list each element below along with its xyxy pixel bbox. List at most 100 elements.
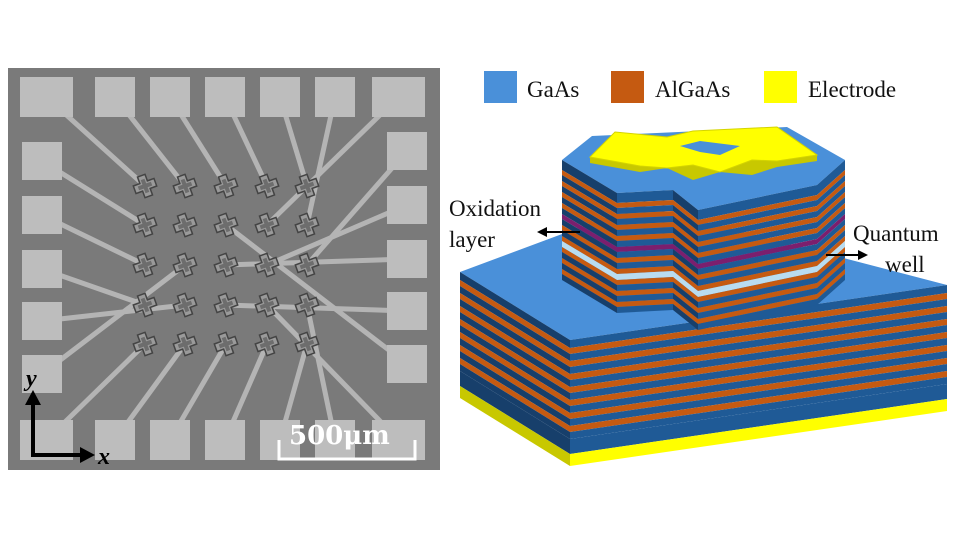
cross-device bbox=[213, 331, 239, 357]
cross-device bbox=[132, 212, 158, 238]
cross-device bbox=[213, 252, 239, 278]
layer bbox=[673, 255, 698, 280]
cross-device bbox=[213, 173, 239, 199]
quantum-well-annotation: Quantum well bbox=[826, 221, 939, 277]
layer bbox=[570, 293, 947, 354]
layer bbox=[562, 214, 617, 252]
cross-device bbox=[172, 173, 198, 199]
layer bbox=[817, 252, 845, 283]
layer bbox=[562, 230, 617, 269]
layer bbox=[817, 241, 845, 272]
cross-aperture bbox=[299, 257, 315, 273]
layer bbox=[817, 170, 845, 200]
layer bbox=[570, 358, 947, 419]
layer bbox=[460, 351, 570, 426]
layer bbox=[460, 293, 570, 367]
legend-swatch-electrode bbox=[764, 71, 797, 103]
cross-aperture bbox=[259, 336, 275, 352]
bond-pad bbox=[387, 132, 427, 170]
legend-swatch-gaas bbox=[484, 71, 517, 103]
cross-aperture bbox=[218, 257, 234, 273]
layer bbox=[562, 236, 617, 274]
bond-pad bbox=[20, 77, 73, 117]
layer bbox=[617, 299, 673, 307]
layer bbox=[570, 319, 947, 380]
top-electrode bbox=[588, 126, 819, 180]
layer bbox=[817, 225, 845, 255]
layer bbox=[562, 258, 617, 296]
layer bbox=[817, 203, 845, 233]
layer bbox=[562, 186, 617, 225]
layer bbox=[562, 241, 617, 280]
layer bbox=[673, 293, 698, 319]
layer bbox=[570, 351, 947, 413]
quantum-label-line1: Quantum bbox=[853, 221, 939, 246]
layer bbox=[817, 263, 845, 294]
legend-label-gaas: GaAs bbox=[527, 77, 579, 102]
layer bbox=[570, 332, 947, 393]
cross-device bbox=[172, 292, 198, 318]
layer bbox=[817, 230, 845, 261]
layer bbox=[460, 371, 570, 454]
cross-aperture bbox=[259, 257, 275, 273]
layer bbox=[460, 312, 570, 387]
layer bbox=[817, 219, 845, 250]
device-schematic: GaAs AlGaAs Electrode Oxidation layer Qu… bbox=[449, 71, 947, 466]
cross-aperture bbox=[177, 178, 193, 194]
cross-device bbox=[213, 292, 239, 318]
layer bbox=[562, 247, 617, 285]
layer bbox=[617, 255, 673, 263]
cross-aperture bbox=[218, 178, 234, 194]
layer bbox=[817, 269, 845, 299]
layer bbox=[570, 306, 947, 367]
x-axis-label: x bbox=[97, 444, 110, 470]
cross-device bbox=[172, 252, 198, 278]
layer bbox=[570, 345, 947, 406]
bond-pad bbox=[387, 345, 427, 383]
layer bbox=[617, 277, 673, 285]
cross-aperture bbox=[299, 336, 315, 352]
layer bbox=[570, 364, 947, 426]
cross-aperture bbox=[218, 297, 234, 313]
trace bbox=[266, 202, 408, 268]
bond-pad bbox=[22, 196, 62, 234]
layer bbox=[570, 399, 947, 466]
layer bbox=[698, 195, 817, 225]
layer bbox=[698, 185, 817, 220]
layer bbox=[617, 233, 673, 241]
bond-pad bbox=[22, 355, 62, 393]
oxidation-label-line2: layer bbox=[449, 227, 495, 252]
arrow-head-icon bbox=[858, 250, 868, 260]
layer bbox=[698, 233, 817, 264]
layer bbox=[817, 197, 845, 228]
layer bbox=[460, 319, 570, 393]
cross-device bbox=[254, 173, 280, 199]
cross-device bbox=[132, 252, 158, 278]
cross-aperture bbox=[299, 178, 315, 194]
layer bbox=[817, 186, 845, 217]
layer bbox=[698, 261, 817, 291]
layer bbox=[562, 252, 617, 291]
layer bbox=[698, 228, 817, 258]
layer bbox=[617, 200, 673, 208]
cross-device bbox=[254, 331, 280, 357]
layer bbox=[698, 250, 817, 280]
cross-aperture bbox=[137, 178, 153, 194]
layer bbox=[698, 222, 817, 253]
layer bbox=[673, 216, 698, 242]
bond-pad bbox=[150, 77, 190, 117]
cross-aperture bbox=[177, 217, 193, 233]
cross-device bbox=[294, 252, 320, 278]
layer bbox=[562, 197, 617, 236]
arrow-head-icon bbox=[537, 227, 547, 237]
layer bbox=[570, 325, 947, 387]
cross-device bbox=[294, 331, 320, 357]
layer bbox=[673, 244, 698, 269]
layer bbox=[673, 227, 698, 253]
bond-pad bbox=[387, 292, 427, 330]
trace bbox=[40, 263, 187, 376]
layer bbox=[673, 211, 698, 236]
layer bbox=[460, 280, 570, 354]
layer bbox=[460, 345, 570, 419]
layer bbox=[460, 332, 570, 406]
